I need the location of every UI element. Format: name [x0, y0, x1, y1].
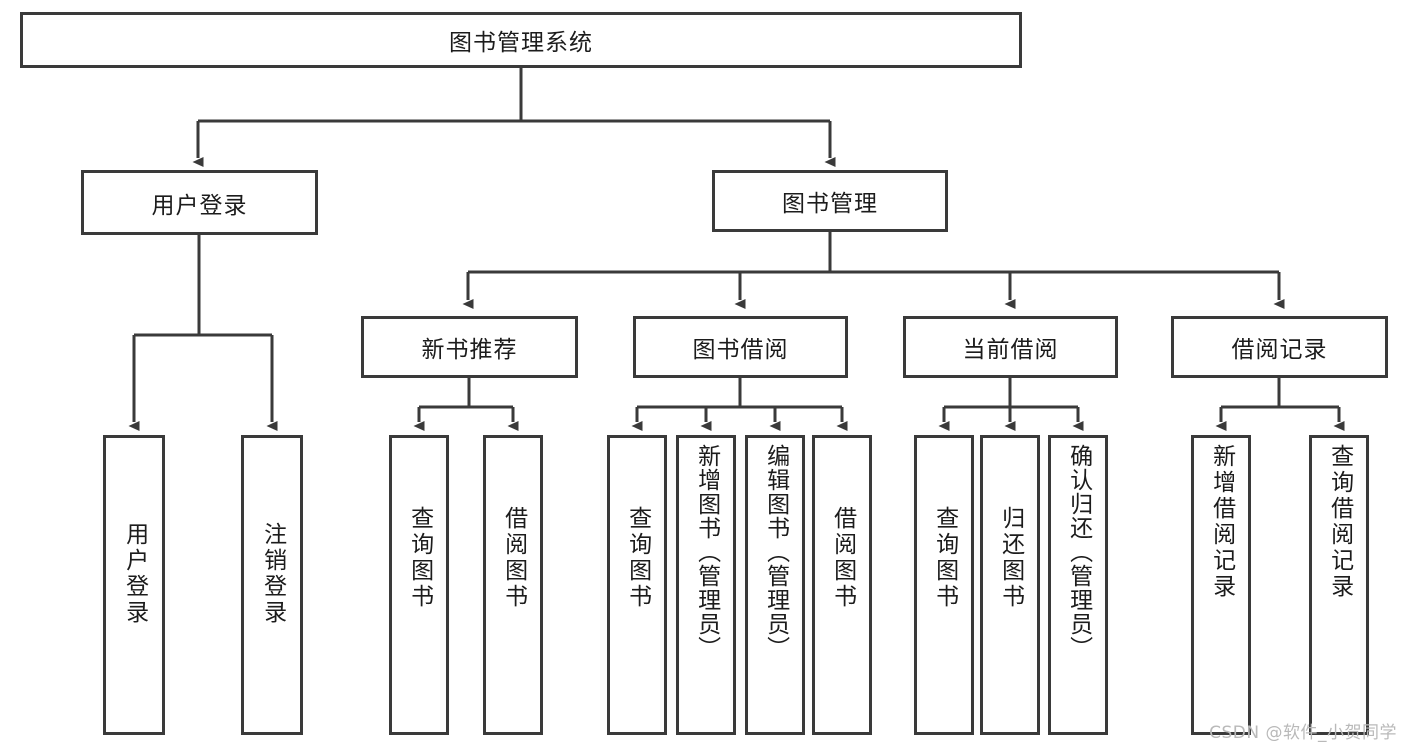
node-book-borrow[interactable]: 图书借阅 — [633, 316, 848, 378]
node-label: 查询图书 — [931, 506, 958, 610]
node-label: 图书借阅 — [692, 337, 789, 363]
node-label: 查询图书 — [624, 506, 651, 610]
node-label: 用户登录 — [121, 522, 148, 626]
node-label: 新增图书（管理员） — [693, 444, 720, 660]
node-book-management[interactable]: 图书管理 — [712, 170, 948, 232]
node-label: 借阅图书 — [829, 506, 856, 610]
node-label: 新书推荐 — [421, 337, 518, 363]
node-label: 确认归还（管理员） — [1065, 444, 1092, 660]
leaf-current-query-book[interactable]: 查询图书 — [914, 435, 974, 735]
leaf-current-return-book[interactable]: 归还图书 — [980, 435, 1040, 735]
leaf-user-login-login[interactable]: 用户登录 — [103, 435, 165, 735]
node-label: 归还图书 — [997, 506, 1024, 610]
node-user-login[interactable]: 用户登录 — [81, 170, 318, 235]
node-label: 查询借阅记录 — [1326, 444, 1353, 600]
node-label: 新增借阅记录 — [1208, 444, 1235, 600]
leaf-recommend-query-book[interactable]: 查询图书 — [389, 435, 449, 735]
leaf-borrow-query-book[interactable]: 查询图书 — [607, 435, 667, 735]
node-label: 查询图书 — [406, 506, 433, 610]
node-label: 借阅图书 — [500, 506, 527, 610]
node-label: 图书管理 — [782, 191, 878, 217]
leaf-recommend-borrow-book[interactable]: 借阅图书 — [483, 435, 543, 735]
csdn-watermark: CSDN @软件_小贺同学 — [1209, 723, 1397, 743]
node-label: 借阅记录 — [1231, 337, 1328, 363]
node-current-borrow[interactable]: 当前借阅 — [903, 316, 1118, 378]
leaf-record-query-record[interactable]: 查询借阅记录 — [1309, 435, 1369, 735]
leaf-borrow-add-book-admin[interactable]: 新增图书（管理员） — [676, 435, 736, 735]
node-label: 图书管理系统 — [449, 30, 593, 56]
node-label: 编辑图书（管理员） — [762, 444, 789, 660]
node-borrow-record[interactable]: 借阅记录 — [1171, 316, 1388, 378]
node-label: 用户登录 — [151, 192, 248, 219]
node-label: 注销登录 — [259, 522, 286, 626]
node-label: 当前借阅 — [962, 337, 1059, 363]
leaf-borrow-borrow-book[interactable]: 借阅图书 — [812, 435, 872, 735]
leaf-user-login-logout[interactable]: 注销登录 — [241, 435, 303, 735]
leaf-record-add-record[interactable]: 新增借阅记录 — [1191, 435, 1251, 735]
node-new-book-recommend[interactable]: 新书推荐 — [361, 316, 578, 378]
leaf-borrow-edit-book-admin[interactable]: 编辑图书（管理员） — [745, 435, 805, 735]
leaf-current-confirm-return-admin[interactable]: 确认归还（管理员） — [1048, 435, 1108, 735]
node-root-system[interactable]: 图书管理系统 — [20, 12, 1022, 68]
